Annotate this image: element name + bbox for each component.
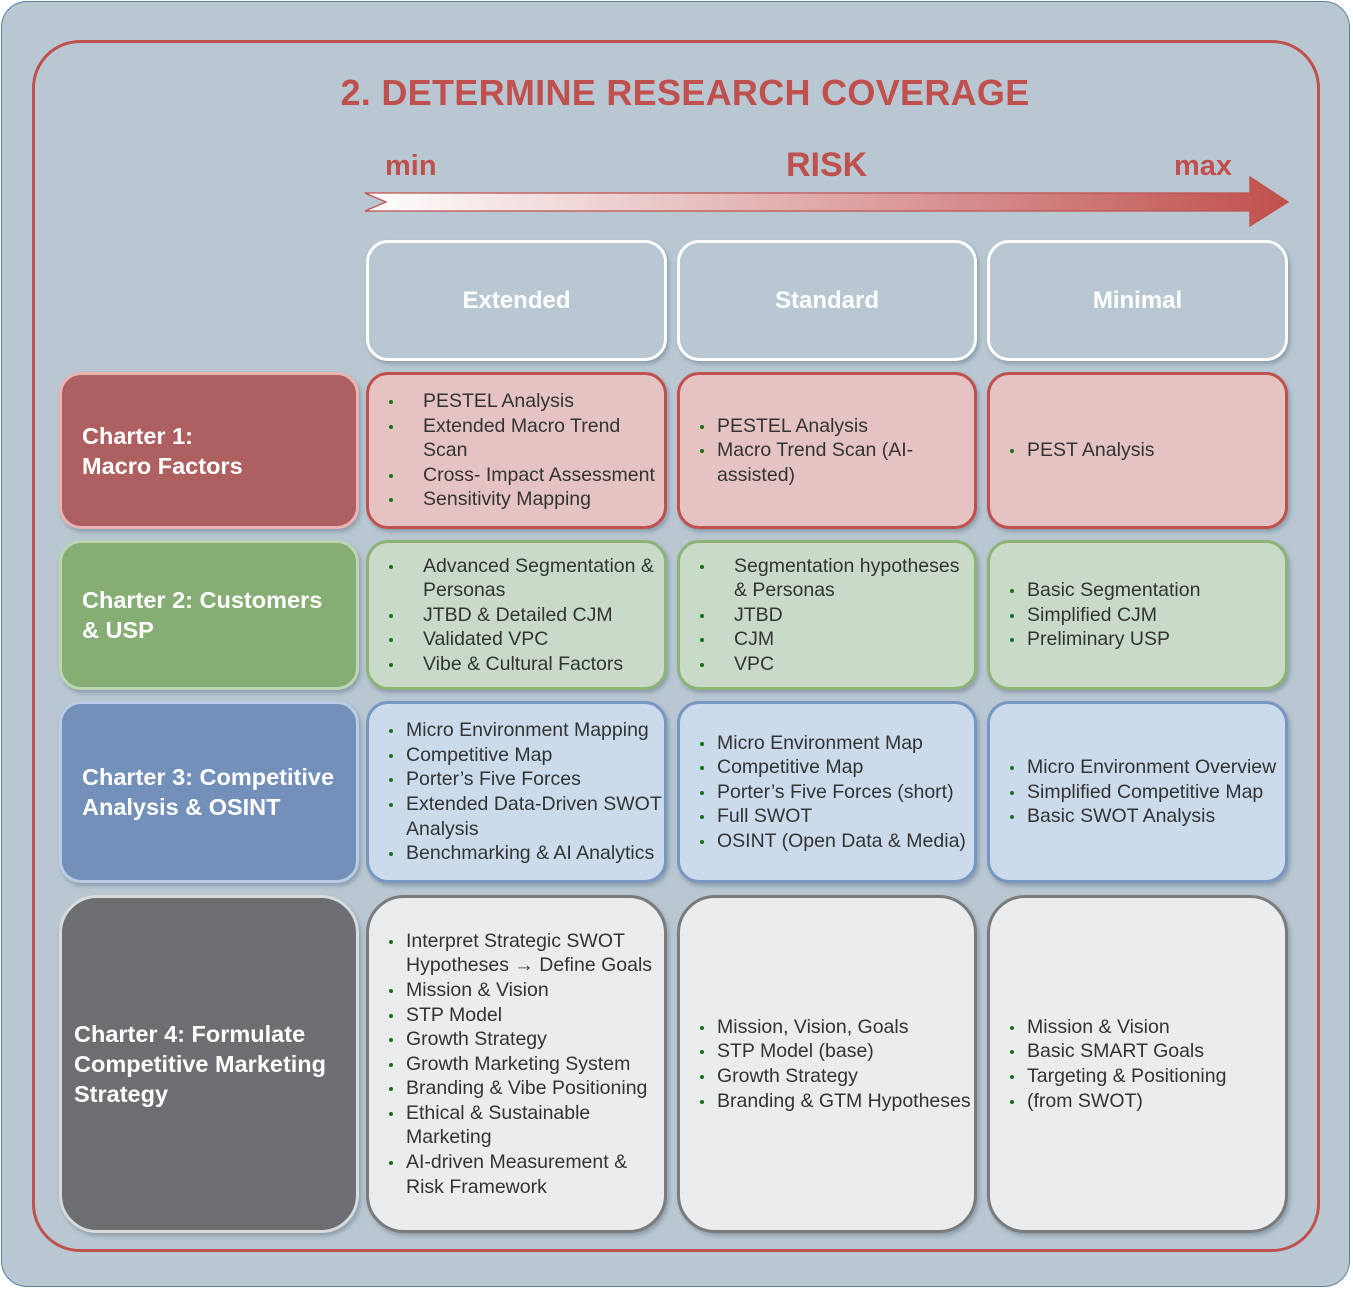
- bullet-item: STP Model (base): [700, 1039, 971, 1064]
- bullet-item: Porter’s Five Forces: [389, 767, 664, 792]
- bullet-item: Preliminary USP: [1009, 627, 1200, 652]
- bullet-item: Simplified CJM: [1009, 603, 1200, 628]
- risk-max-label: max: [1174, 150, 1233, 182]
- cell-charter-4-extended: Interpret Strategic SWOT Hypotheses → De…: [366, 895, 667, 1233]
- charter-1-label: Charter 1: Macro Factors: [59, 372, 359, 529]
- bullet-item: Vibe & Cultural Factors: [389, 652, 664, 677]
- bullet-item: Competitive Map: [389, 743, 664, 768]
- bullet-item: AI-driven Measurement & Risk Framework: [389, 1150, 664, 1199]
- risk-axis-label: RISK: [786, 146, 868, 184]
- bullet-item: Cross- Impact Assessment: [389, 463, 664, 488]
- bullet-item: Micro Environment Overview: [1009, 755, 1276, 780]
- bullet-item: Extended Data-Driven SWOT Analysis: [389, 792, 664, 841]
- column-header-standard: Standard: [677, 240, 977, 361]
- charter-4-label: Charter 4: Formulate Competitive Marketi…: [59, 895, 359, 1233]
- bullet-item: Growth Strategy: [389, 1027, 664, 1052]
- bullet-item: Branding & GTM Hypotheses: [700, 1089, 971, 1114]
- bullet-item: OSINT (Open Data & Media): [700, 829, 966, 854]
- bullet-item: Mission & Vision: [389, 978, 664, 1003]
- bullet-item: Micro Environment Mapping: [389, 718, 664, 743]
- column-header-minimal: Minimal: [987, 240, 1288, 361]
- bullet-item: Competitive Map: [700, 755, 966, 780]
- risk-arrow-icon: [364, 176, 1290, 228]
- bullet-item: Basic Segmentation: [1009, 578, 1200, 603]
- bullet-item: JTBD & Detailed CJM: [389, 603, 664, 628]
- risk-min-label: min: [385, 150, 437, 182]
- bullet-item: Mission, Vision, Goals: [700, 1015, 971, 1040]
- bullet-item: Full SWOT: [700, 804, 966, 829]
- bullet-list: Interpret Strategic SWOT Hypotheses → De…: [369, 929, 664, 1200]
- bullet-item: Porter’s Five Forces (short): [700, 780, 966, 805]
- bullet-item: STP Model: [389, 1003, 664, 1028]
- column-header-extended: Extended: [366, 240, 667, 361]
- bullet-item: Extended Macro Trend Scan: [389, 414, 664, 463]
- bullet-item: Growth Strategy: [700, 1064, 971, 1089]
- risk-arrow-shape: [364, 176, 1290, 228]
- bullet-item: JTBD: [700, 603, 974, 628]
- bullet-item: Basic SMART Goals: [1009, 1039, 1226, 1064]
- charter-2-label: Charter 2: Customers & USP: [59, 540, 359, 690]
- diagram-title: 2. DETERMINE RESEARCH COVERAGE: [340, 72, 1030, 113]
- bullet-item: Interpret Strategic SWOT Hypotheses → De…: [389, 929, 664, 978]
- bullet-item: Simplified Competitive Map: [1009, 780, 1276, 805]
- bullet-list: PEST Analysis: [990, 438, 1155, 463]
- bullet-item: Segmentation hypotheses & Personas: [700, 554, 974, 603]
- bullet-item: Ethical & Sustainable Marketing: [389, 1101, 664, 1150]
- bullet-item: Targeting & Positioning: [1009, 1064, 1226, 1089]
- bullet-item: Micro Environment Map: [700, 731, 966, 756]
- bullet-item: Basic SWOT Analysis: [1009, 804, 1276, 829]
- bullet-item: PESTEL Analysis: [389, 389, 664, 414]
- section-frame: [32, 40, 1320, 1252]
- charter-3-label: Charter 3: Competitive Analysis & OSINT: [59, 701, 359, 883]
- bullet-item: Validated VPC: [389, 627, 664, 652]
- bullet-item: PEST Analysis: [1010, 438, 1155, 463]
- bullet-item: Advanced Segmentation & Personas: [389, 554, 664, 603]
- bullet-item: Macro Trend Scan (AI-assisted): [700, 438, 974, 487]
- bullet-item: Mission & Vision: [1009, 1015, 1226, 1040]
- bullet-item: Branding & Vibe Positioning: [389, 1076, 664, 1101]
- bullet-item: CJM: [700, 627, 974, 652]
- cell-charter-1-minimal: PEST Analysis: [987, 372, 1288, 529]
- bullet-item: PESTEL Analysis: [700, 414, 974, 439]
- bullet-item: VPC: [700, 652, 974, 677]
- bullet-item: Sensitivity Mapping: [389, 487, 664, 512]
- bullet-item: (from SWOT): [1009, 1089, 1226, 1114]
- bullet-item: Growth Marketing System: [389, 1052, 664, 1077]
- bullet-item: Benchmarking & AI Analytics: [389, 841, 664, 866]
